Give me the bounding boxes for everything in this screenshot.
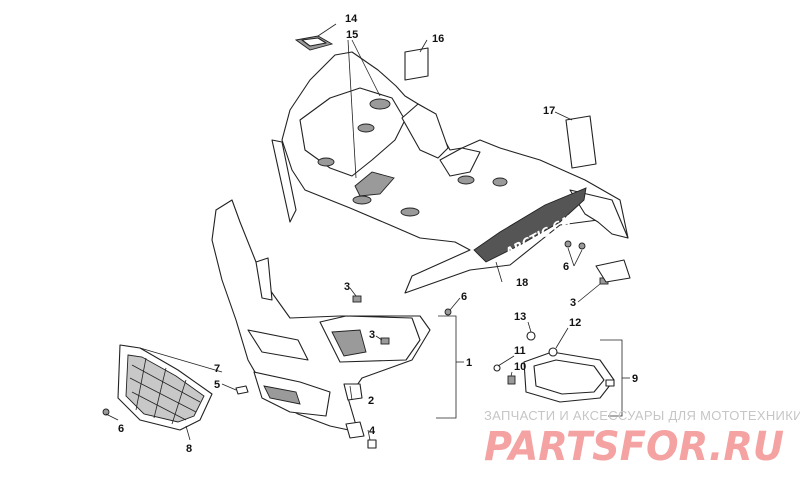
rivet-6-right-a [564, 240, 572, 248]
front-rack-fender: ARCTIC CAT [271, 51, 629, 294]
callout-7: 7 [214, 363, 220, 375]
callout-5: 5 [214, 379, 220, 391]
clip-3-upper [352, 295, 362, 303]
callout-3-mid: 3 [369, 329, 375, 341]
callout-18: 18 [516, 277, 528, 289]
grille [117, 344, 213, 431]
watermark: ЗАПЧАСТИ И АКСЕССУАРЫ ДЛЯ МОТОТЕХНИКИ PA… [484, 408, 800, 470]
callout-3-upper: 3 [344, 281, 350, 293]
rivet-6-left [102, 408, 110, 416]
watermark-tagline: ЗАПЧАСТИ И АКСЕССУАРЫ ДЛЯ МОТОТЕХНИКИ [484, 408, 800, 423]
callout-4: 4 [369, 425, 376, 437]
front-bumper-assembly [211, 199, 431, 439]
clip-3-mid [380, 337, 390, 345]
part-17-decal [565, 115, 597, 169]
bracket-right [595, 259, 631, 283]
callout-15: 15 [346, 29, 358, 41]
callout-labels: 14 15 16 17 18 6 3 3 3 6 1 13 12 11 10 9… [118, 13, 638, 455]
part-14-insert [294, 35, 334, 51]
callout-13: 13 [514, 311, 526, 323]
callout-1: 1 [466, 357, 472, 369]
rivet-6-center [444, 308, 452, 316]
hardware [102, 240, 631, 449]
callout-9: 9 [632, 373, 638, 385]
callout-14: 14 [345, 13, 358, 25]
callout-8: 8 [186, 443, 192, 455]
callout-16: 16 [432, 33, 444, 45]
socket-13 [526, 331, 536, 341]
bulb-10 [507, 375, 516, 385]
screw-4 [367, 439, 377, 449]
callout-6-right: 6 [563, 261, 569, 273]
callout-11: 11 [514, 345, 526, 357]
callout-12: 12 [569, 317, 581, 329]
leader-lines [105, 23, 630, 441]
callout-2: 2 [368, 395, 374, 407]
callout-6-center: 6 [461, 291, 467, 303]
rivet-6-right-b [578, 242, 586, 250]
callout-3-right: 3 [570, 297, 576, 309]
screw-5 [235, 385, 249, 395]
watermark-brand: PARTSFOR.RU [484, 424, 784, 470]
callout-17: 17 [543, 105, 555, 117]
bulb-11 [493, 364, 501, 372]
arctic-cat-decal [473, 187, 587, 263]
headlight-assembly [523, 347, 615, 403]
callout-10: 10 [514, 361, 526, 373]
part-16-decal [404, 47, 429, 81]
callout-6-left: 6 [118, 423, 124, 435]
